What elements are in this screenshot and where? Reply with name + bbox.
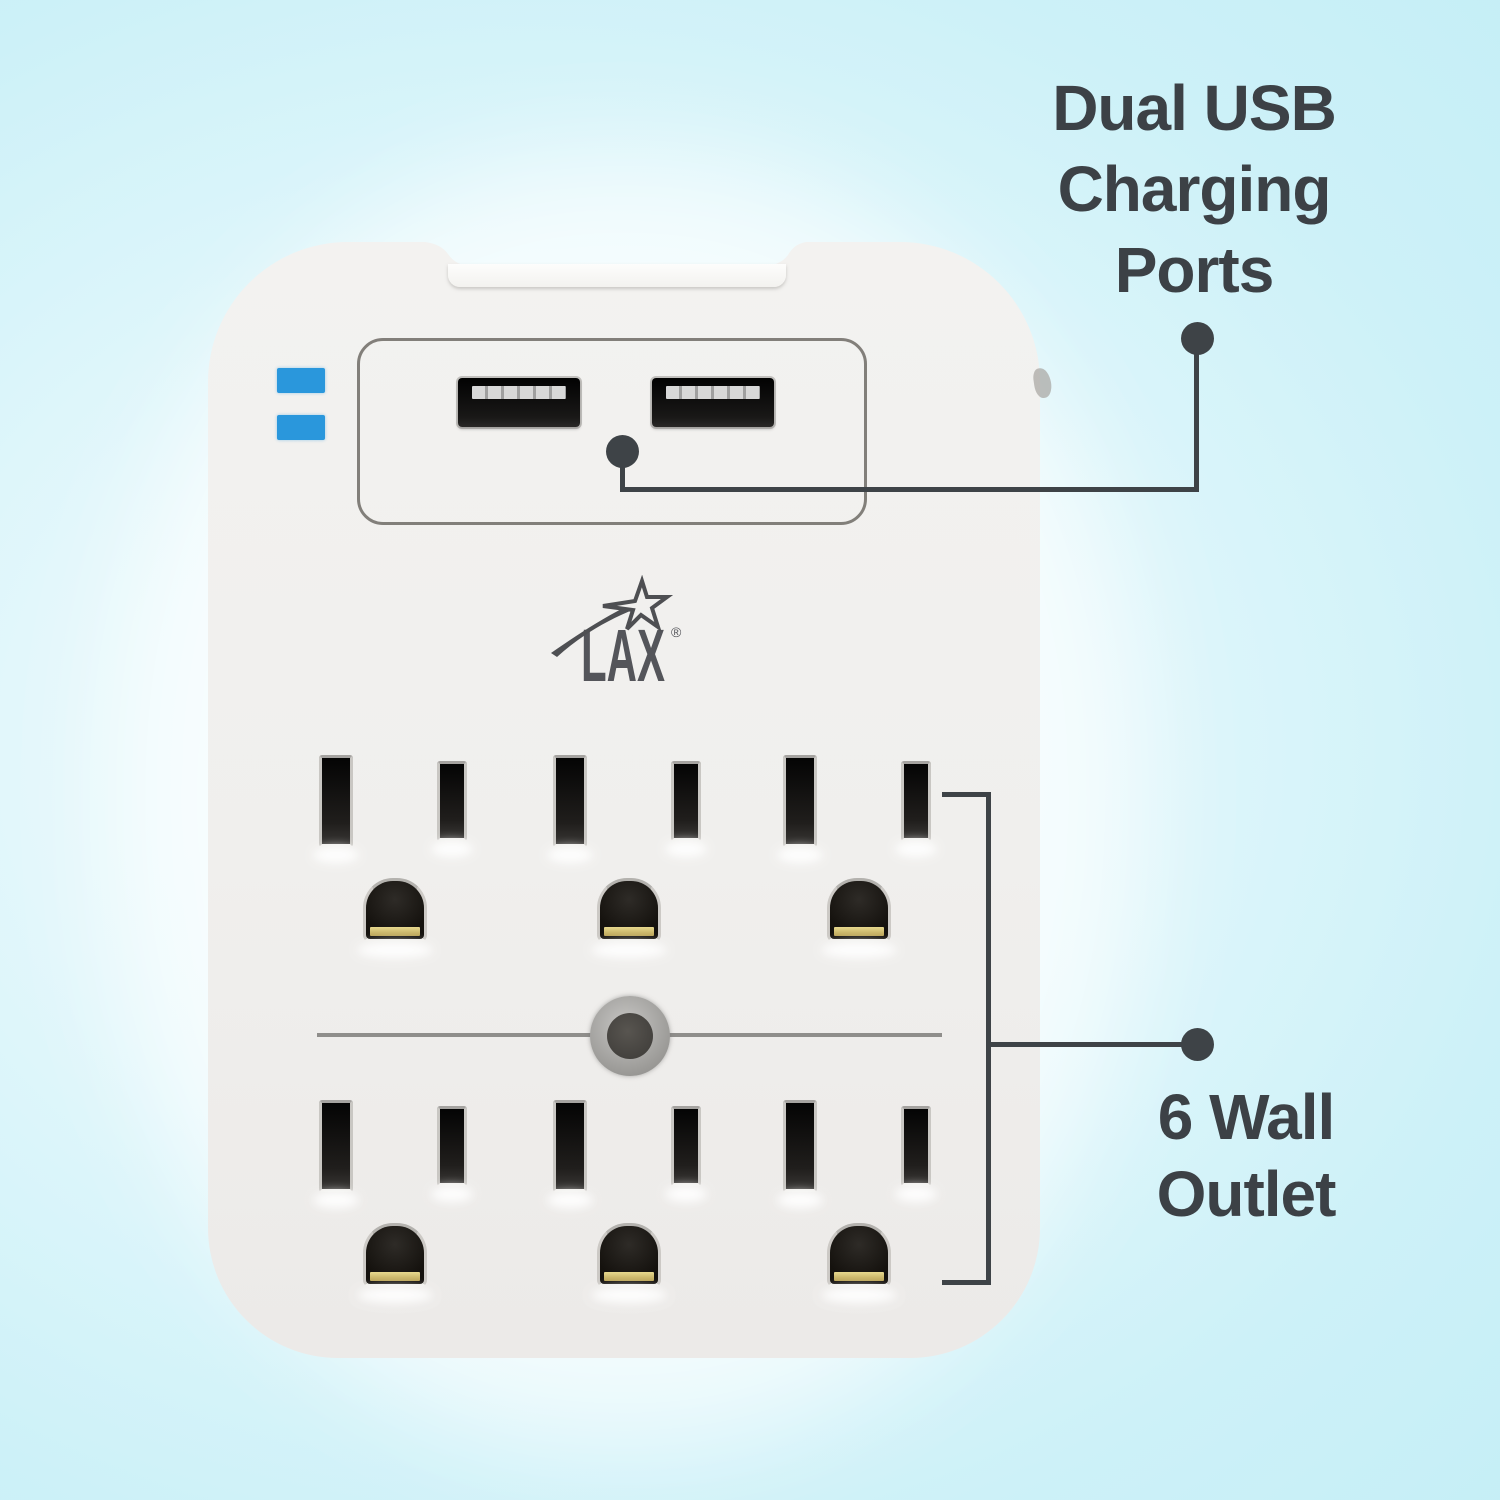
brand-logo: LAX ® (551, 575, 682, 697)
status-led-top (277, 368, 325, 393)
ground-hole (591, 1223, 667, 1303)
logo-star-icon (602, 575, 674, 633)
brass-contact (834, 927, 884, 936)
registered-mark: ® (671, 624, 682, 640)
usb-label-line: Ports (1114, 234, 1275, 306)
usb-contact-tongue (666, 386, 760, 399)
center-screw-head (607, 1013, 653, 1059)
neutral-slot (313, 1100, 359, 1208)
neutral-slot (547, 755, 593, 863)
outlet-1 (313, 755, 550, 958)
top-notch (448, 264, 786, 287)
usb-callout-dot (606, 435, 639, 468)
usb-contact-tongue (472, 386, 566, 399)
outlet-callout-bracket (942, 1280, 991, 1285)
outlet-callout-bracket (986, 792, 991, 1285)
usb-label-line: Dual USB (1052, 72, 1337, 144)
usb-panel-outline (357, 338, 867, 525)
hot-slot (895, 1106, 937, 1202)
brass-contact (604, 1272, 654, 1281)
hot-slot (431, 761, 473, 857)
usb-label-line: Charging (1057, 153, 1332, 225)
usb-callout-line (620, 451, 625, 492)
usb-label-dot (1181, 322, 1214, 355)
hot-slot (665, 1106, 707, 1202)
ground-hole (591, 878, 667, 958)
outlet-4 (313, 1100, 550, 1303)
outlet-label-line: 6 Wall (1157, 1081, 1336, 1153)
outlet-5 (547, 1100, 784, 1303)
neutral-slot (777, 1100, 823, 1208)
usb-port-2 (652, 378, 774, 427)
brass-contact (604, 927, 654, 936)
brass-contact (370, 927, 420, 936)
neutral-slot (313, 755, 359, 863)
brass-contact (834, 1272, 884, 1281)
outlet-label-line: Outlet (1156, 1158, 1337, 1230)
outlet-label-dot (1181, 1028, 1214, 1061)
hot-slot (895, 761, 937, 857)
usb-port-1 (458, 378, 580, 427)
outlet-callout-line (991, 1042, 1185, 1047)
neutral-slot (547, 1100, 593, 1208)
usb-callout-label: Dual USB Charging Ports (1052, 68, 1337, 311)
ground-hole (357, 878, 433, 958)
hot-slot (431, 1106, 473, 1202)
logo-swoosh (551, 603, 635, 657)
hot-slot (665, 761, 707, 857)
ground-hole (357, 1223, 433, 1303)
outlet-2 (547, 755, 784, 958)
brass-contact (370, 1272, 420, 1281)
outlet-3 (777, 755, 1014, 958)
outlet-callout-bracket (942, 792, 991, 797)
outlet-6 (777, 1100, 1014, 1303)
status-led-bottom (277, 415, 325, 440)
ground-hole (821, 878, 897, 958)
center-screw (590, 996, 670, 1076)
outlet-callout-label: 6 Wall Outlet (1156, 1079, 1337, 1233)
neutral-slot (777, 755, 823, 863)
usb-callout-line (620, 487, 1199, 492)
usb-callout-line (1194, 338, 1199, 492)
ground-hole (821, 1223, 897, 1303)
